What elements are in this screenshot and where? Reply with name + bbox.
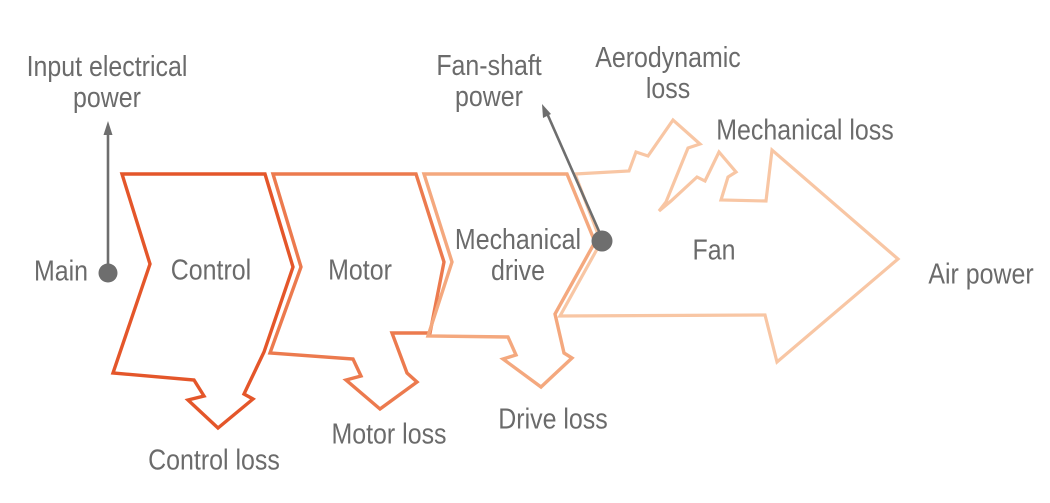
motor-loss-label: Motor loss bbox=[331, 418, 447, 451]
main-node-dot bbox=[98, 263, 118, 283]
mechanical-loss-label: Mechanical loss bbox=[716, 114, 894, 147]
main-input-annotation bbox=[98, 121, 118, 283]
air-power-label: Air power bbox=[928, 258, 1034, 291]
main-label: Main bbox=[33, 255, 89, 288]
stage-fan-label: Fan bbox=[692, 234, 736, 267]
stage-motor-label: Motor bbox=[328, 254, 392, 287]
flow-stage-fan-shape bbox=[557, 117, 901, 365]
drive-loss-label: Drive loss bbox=[498, 403, 608, 436]
flow-stage-motor-shape bbox=[267, 172, 446, 412]
fan-shaft-arrow-line bbox=[544, 110, 604, 239]
stage-control-label: Control bbox=[170, 254, 252, 287]
fan-shaft-annotation bbox=[542, 104, 613, 252]
input-arrowhead-icon bbox=[103, 121, 113, 135]
fan-shaft-arrowhead-icon bbox=[542, 104, 551, 118]
control-loss-label: Control loss bbox=[148, 444, 280, 477]
flow-stage-control-shape bbox=[110, 172, 295, 431]
fan-shaft-node-dot bbox=[591, 230, 613, 252]
